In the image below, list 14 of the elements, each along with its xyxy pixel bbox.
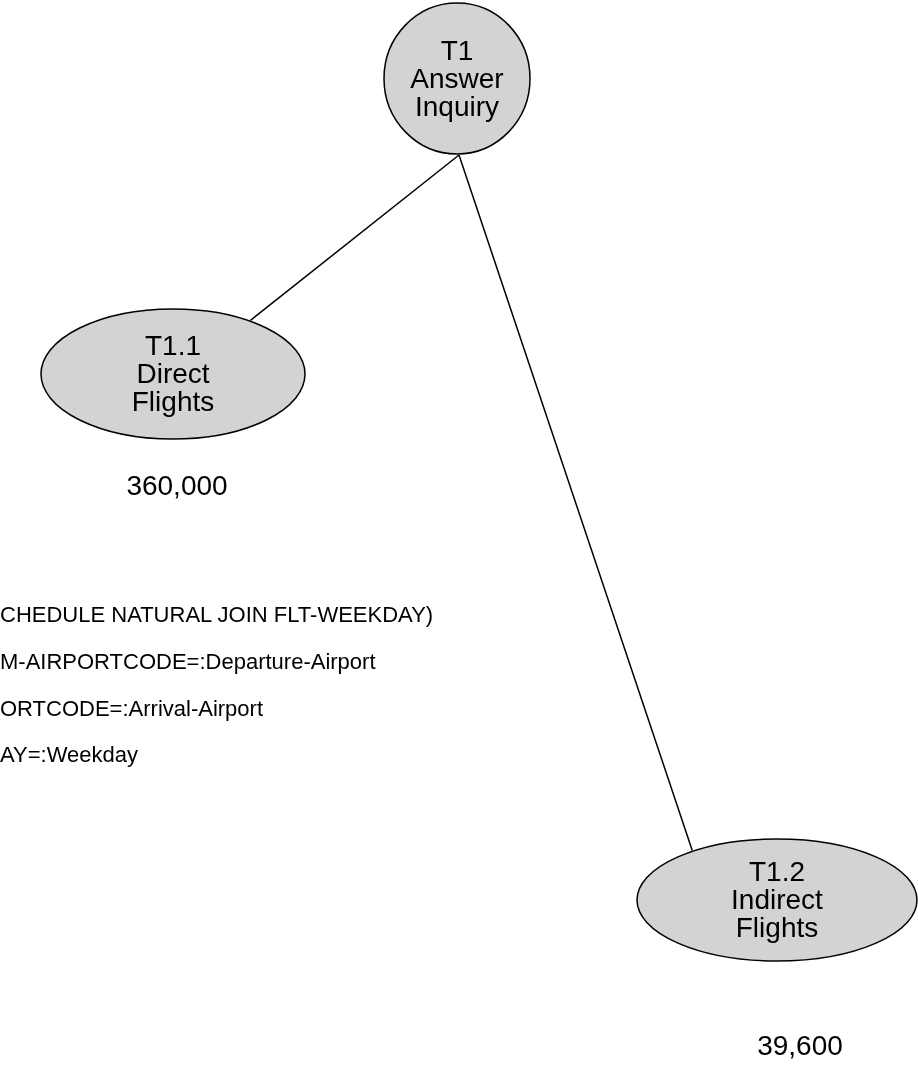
row-count: 39,600 xyxy=(757,1030,843,1062)
query-text: AY=:Weekday xyxy=(0,742,138,768)
task-ellipse xyxy=(636,838,918,962)
task-label: T1.2 Indirect Flights xyxy=(730,858,824,942)
row-count: 360,000 xyxy=(126,470,228,502)
query-text: M-AIRPORTCODE=:Departure-Airport xyxy=(0,649,376,675)
task-ellipse xyxy=(383,2,531,155)
query-text: CHEDULE NATURAL JOIN FLT-WEEKDAY) xyxy=(0,602,434,628)
task-ellipse xyxy=(40,308,306,440)
query-text: ORTCODE=:Arrival-Airport xyxy=(0,696,264,722)
task-label: T1.1 Direct Flights xyxy=(130,332,216,416)
connector-line xyxy=(458,154,693,852)
task-label: T1 Answer Inquiry xyxy=(409,36,505,121)
connector-line xyxy=(249,154,460,322)
